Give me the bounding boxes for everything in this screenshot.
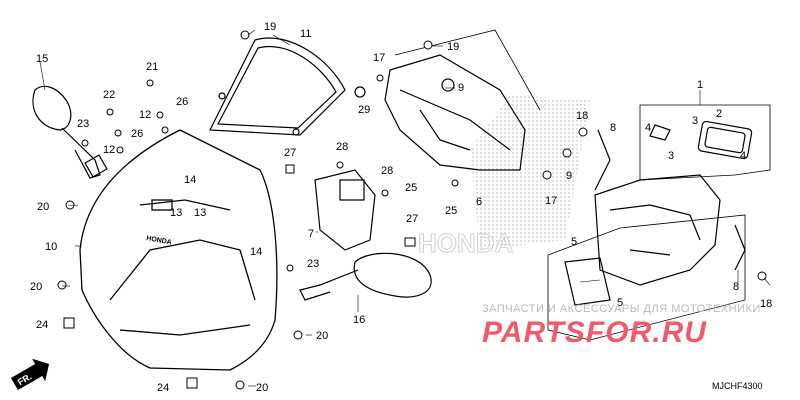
callout-2: 2 xyxy=(716,108,722,120)
callout-25: 25 xyxy=(445,205,457,217)
callout-19: 19 xyxy=(264,21,276,33)
callout-13: 13 xyxy=(194,207,206,219)
callout-24: 24 xyxy=(36,319,48,331)
callout-9: 9 xyxy=(566,170,572,182)
small-frames xyxy=(564,120,753,306)
diagram-code: MJCHF4300 xyxy=(712,381,763,391)
left-mirror xyxy=(32,85,108,179)
callout-5: 5 xyxy=(617,297,623,309)
callout-20: 20 xyxy=(30,281,42,293)
inner-cover xyxy=(594,174,721,286)
callout-20: 20 xyxy=(37,201,49,213)
callout-8: 8 xyxy=(610,122,616,134)
callout-26: 26 xyxy=(176,96,188,108)
callout-12: 12 xyxy=(139,109,151,121)
assembly-outlines xyxy=(394,29,771,341)
callout-12: 12 xyxy=(103,144,115,156)
right-mirror xyxy=(299,252,432,301)
callout-24: 24 xyxy=(157,382,169,394)
callout-14: 14 xyxy=(184,174,196,186)
callout-13: 13 xyxy=(170,207,182,219)
callout-20: 20 xyxy=(256,382,268,394)
callout-17: 17 xyxy=(373,52,385,64)
callout-18: 18 xyxy=(760,298,772,310)
callout-1: 1 xyxy=(697,79,703,91)
meter-bracket xyxy=(354,54,526,171)
callout-29: 29 xyxy=(358,104,370,116)
callout-23: 23 xyxy=(307,258,319,270)
callout-26: 26 xyxy=(131,128,143,140)
callout-23: 23 xyxy=(77,118,89,130)
callout-20: 20 xyxy=(316,330,328,342)
callout-7: 7 xyxy=(308,228,314,240)
callout-3: 3 xyxy=(692,115,698,127)
front-direction-arrow: FR. xyxy=(10,358,50,391)
callout-18: 18 xyxy=(576,110,588,122)
callout-4: 4 xyxy=(740,150,746,162)
callout-numbers: 15 19 11 17 19 21 22 26 9 12 29 23 26 12… xyxy=(30,21,772,394)
callout-5: 5 xyxy=(571,236,577,248)
leader-lines xyxy=(39,29,771,387)
callout-16: 16 xyxy=(353,314,365,326)
callout-11: 11 xyxy=(300,28,311,40)
watermark-site: PARTSFOR.RU xyxy=(482,316,707,349)
callout-9: 9 xyxy=(458,82,464,94)
upper-cowl xyxy=(79,129,278,371)
honda-wing-emblem xyxy=(470,95,590,250)
callout-19: 19 xyxy=(447,41,459,53)
watermark-subtitle: ЗАПЧАСТИ И АКСЕССУАРЫ ДЛЯ МОТОТЕХНИКИ xyxy=(482,303,761,315)
callout-6: 6 xyxy=(476,196,482,208)
honda-cowl-badge: HONDA xyxy=(146,235,172,246)
callout-27: 27 xyxy=(284,147,296,159)
callout-22: 22 xyxy=(103,89,115,101)
callout-28: 28 xyxy=(381,165,393,177)
callout-27: 27 xyxy=(406,213,418,225)
callout-21: 21 xyxy=(146,61,158,73)
honda-background-text: HONDA xyxy=(418,228,514,258)
callout-17: 17 xyxy=(545,195,557,207)
windscreen xyxy=(209,37,346,136)
callout-25: 25 xyxy=(405,182,417,194)
callout-15: 15 xyxy=(36,53,48,65)
callout-28: 28 xyxy=(336,141,348,153)
fasteners xyxy=(57,30,767,390)
callout-8: 8 xyxy=(733,281,739,293)
callout-3: 3 xyxy=(668,150,674,162)
air-duct xyxy=(314,169,376,251)
callout-4: 4 xyxy=(645,122,651,134)
callout-10: 10 xyxy=(45,241,57,253)
callout-14: 14 xyxy=(250,246,262,258)
